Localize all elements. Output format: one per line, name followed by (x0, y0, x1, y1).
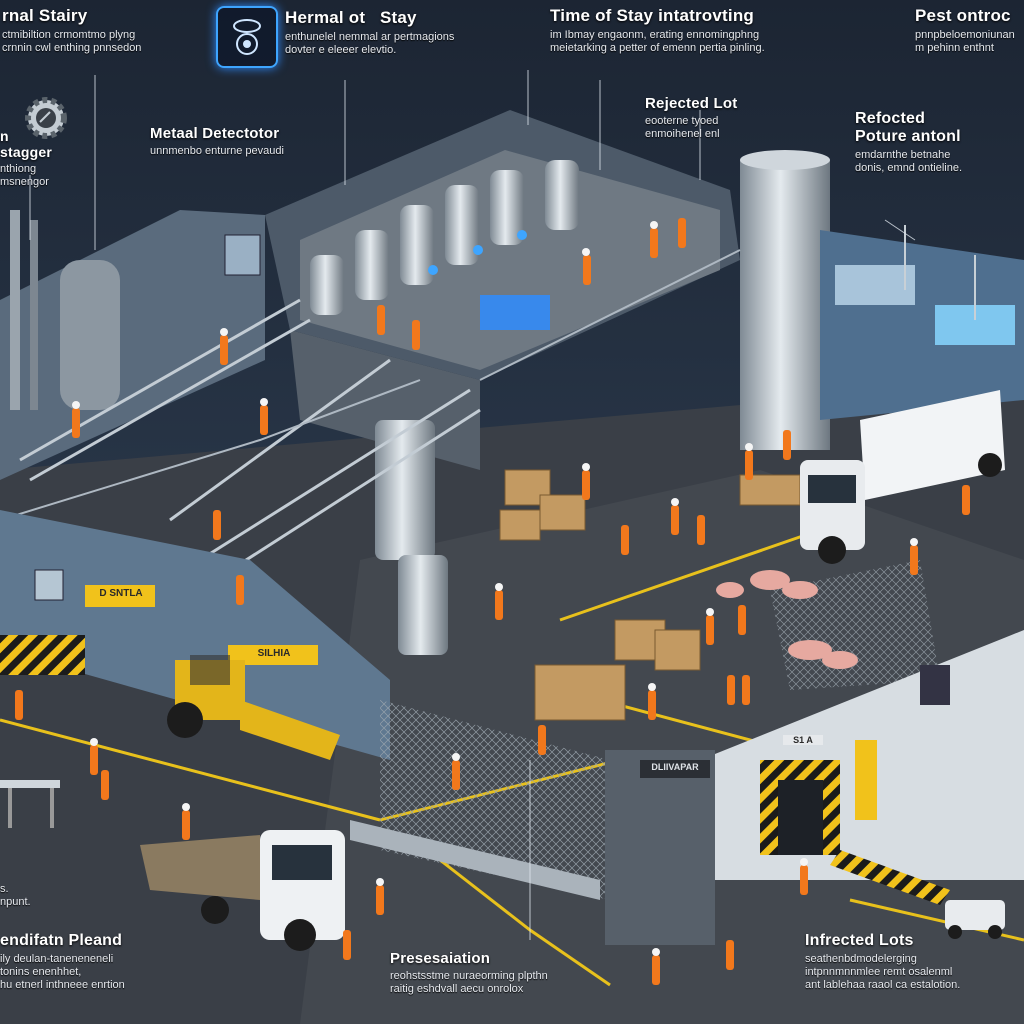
lower-left-sign (85, 585, 155, 607)
label-top-1-title: rnal Stairy (2, 6, 88, 25)
label-top-2: Hermal ot Stay enthunelel nemmal ar pert… (285, 8, 515, 57)
workers (15, 218, 970, 985)
label-bottom-right-title: Infrected Lots (805, 932, 914, 949)
lower-right-window (920, 665, 950, 705)
utility-cart-wheel (948, 925, 962, 939)
label-edge-left-desc: s. npunt. (0, 883, 31, 908)
label-top-4-desc: pnnpbeloemoniunan m pehinn enthnt (915, 29, 1015, 54)
label-top-1: rnal Stairy ctmibiltion crmomtmo plyng c… (2, 6, 202, 55)
large-silo (740, 160, 830, 450)
gear-icon (20, 92, 72, 144)
label-bottom-left-title: endifatn Pleand (0, 932, 123, 949)
building-sign-1: D SNTLA (99, 588, 143, 599)
label-bottom-middle-desc: reohstsstme nuraeorming plpthn raitig es… (390, 970, 548, 995)
left-plant-machine (60, 260, 120, 410)
small-silo (398, 555, 448, 655)
label-top-3-desc: im Ibmay engaonm, erating ennomingphng m… (550, 29, 765, 54)
pigs (716, 570, 858, 669)
label-rejected-lot-title: Rejected Lot (645, 95, 738, 112)
leader-lines (29, 70, 916, 940)
label-top-1-desc: ctmibiltion crmomtmo plyng crnnin cwl en… (2, 29, 142, 54)
label-top-3: Time of Stay intatrovting im Ibmay engao… (550, 6, 850, 55)
building-sign-2: SILHIA (257, 648, 291, 659)
truck-left (140, 830, 345, 951)
hazard-stripe (0, 635, 85, 675)
label-left-1-desc: nthiong msnengor (0, 163, 49, 188)
stairway (19, 298, 481, 582)
utility-cart-wheel (988, 925, 1002, 939)
work-table (0, 780, 60, 788)
gatehouse (605, 750, 715, 945)
forklift (167, 655, 340, 760)
left-plant-pipe (30, 220, 38, 410)
label-top-2-desc: enthunelel nemmal ar pertmagions dovter … (285, 31, 455, 56)
label-rejected-lot: Rejected Lot eooterne tyoed enmoihenel e… (645, 95, 795, 141)
crates (499, 469, 801, 721)
label-metal-detector-desc: unnmenbo enturne pevaudi (150, 145, 284, 157)
right-office-window (835, 265, 915, 305)
label-right-1: Refocted Poture antonl emdarnthe betnahe… (855, 110, 1024, 175)
label-top-2-title: Hermal ot Stay (285, 8, 417, 27)
left-plant-pipe (10, 210, 20, 410)
label-top-3-title: Time of Stay intatrovting (550, 6, 754, 25)
label-metal-detector: Metaal Detectotor unnmenbo enturne pevau… (150, 125, 350, 158)
lower-left-building (0, 510, 390, 760)
label-bottom-right-desc: seathenbdmodelerging intpnnmnnmlee remt … (805, 953, 961, 991)
truck-right (800, 390, 1005, 564)
label-bottom-middle: Presesaiation reohstsstme nuraeorming pl… (390, 950, 620, 996)
building-sign-4: S1 A (783, 735, 823, 745)
label-top-4-title: Pest ontroc (915, 6, 1011, 25)
lower-left-sign (228, 645, 318, 665)
utility-cart (945, 900, 1005, 930)
middle-silo (375, 420, 435, 560)
label-left-1-title: n stagger (0, 128, 52, 160)
label-right-1-desc: emdarnthe betnahe donis, emnd ontieline. (855, 149, 963, 174)
interior-tanks (310, 160, 579, 315)
large-silo-top (740, 150, 830, 170)
label-right-1-title: Refocted Poture antonl (855, 110, 961, 145)
walkway-rail (0, 249, 741, 521)
hazard-floor-stripe (830, 850, 950, 905)
hazard-post (855, 740, 877, 820)
label-metal-detector-title: Metaal Detectotor (150, 125, 280, 142)
bench (350, 820, 600, 900)
work-table-leg (50, 788, 54, 828)
gatehouse-sign-text: DLIIVAPAR (651, 762, 699, 772)
label-rejected-lot-desc: eooterne tyoed enmoihenel enl (645, 115, 720, 140)
blue-conveyor-machine (480, 295, 550, 330)
main-hall-interior (300, 150, 720, 370)
left-plant-window (224, 234, 261, 276)
label-bottom-left: endifatn Pleand ily deulan-taneneneneli … (0, 932, 210, 992)
lower-left-window (34, 569, 64, 601)
label-top-4: Pest ontroc pnnpbeloemoniunan m pehinn e… (915, 6, 1024, 55)
work-table-leg (8, 788, 12, 828)
hazard-gate-opening (778, 780, 823, 855)
label-bottom-left-desc: ily deulan-taneneneneli tonins enenhhet,… (0, 953, 125, 991)
label-edge-left: s. npunt. (0, 880, 60, 909)
label-left-1: n stagger nthiong msnengor (0, 128, 90, 189)
gatehouse-sign (640, 760, 710, 778)
label-bottom-right: Infrected Lots seathenbdmodelerging intp… (805, 932, 1024, 992)
worker-helmets (72, 221, 918, 956)
label-bottom-middle-title: Presesaiation (390, 950, 491, 967)
sensor-icon (216, 6, 278, 68)
